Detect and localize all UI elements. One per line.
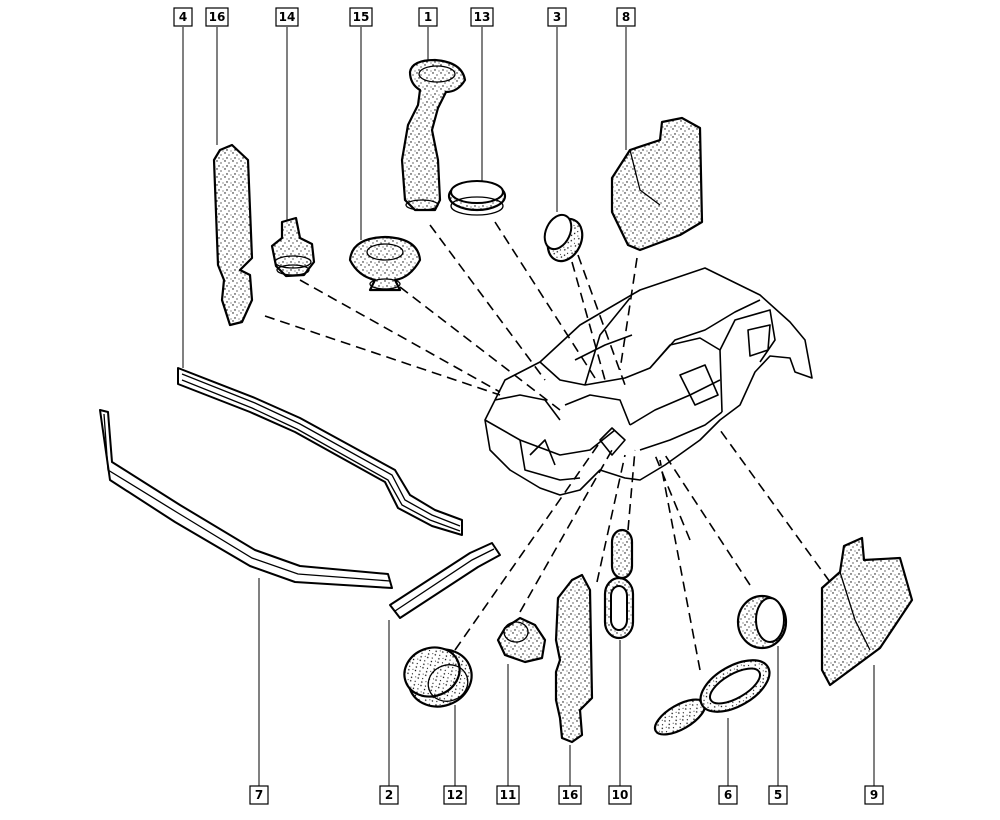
svg-text:6: 6 <box>724 788 732 802</box>
svg-text:10: 10 <box>612 788 629 802</box>
svg-text:7: 7 <box>255 788 263 802</box>
callout-6: 6 <box>718 785 738 805</box>
callouts-top: 4 16 14 15 1 13 3 8 <box>173 7 636 27</box>
car-body-shell <box>484 267 813 496</box>
svg-text:11: 11 <box>500 788 517 802</box>
callout-3: 3 <box>547 7 567 27</box>
callout-16-top: 16 <box>205 7 229 27</box>
svg-text:12: 12 <box>447 788 464 802</box>
part-14-plug <box>270 216 316 278</box>
svg-text:13: 13 <box>474 10 491 24</box>
part-7-lower-beam <box>99 409 393 589</box>
svg-text:16: 16 <box>209 10 226 24</box>
callout-4: 4 <box>173 7 193 27</box>
part-16-lower-panel <box>554 573 594 744</box>
part-8-pad <box>610 116 704 252</box>
callouts-bottom: 7 2 12 11 16 10 6 5 9 <box>249 785 884 805</box>
callout-7: 7 <box>249 785 269 805</box>
callout-2: 2 <box>379 785 399 805</box>
callout-9: 9 <box>864 785 884 805</box>
leader-lines <box>182 27 875 788</box>
part-6-grommets <box>653 659 771 736</box>
part-12-grommet <box>403 646 473 708</box>
part-2-bracket <box>389 542 501 619</box>
callout-15: 15 <box>349 7 373 27</box>
svg-text:8: 8 <box>622 10 630 24</box>
part-15-funnel-grommet <box>348 235 422 292</box>
svg-text:1: 1 <box>424 10 432 24</box>
svg-text:14: 14 <box>279 10 296 24</box>
callout-5: 5 <box>768 785 788 805</box>
callout-1: 1 <box>418 7 438 27</box>
callout-14: 14 <box>275 7 299 27</box>
part-10-grommets <box>603 528 635 640</box>
part-5-plug <box>736 594 788 650</box>
svg-text:9: 9 <box>870 788 878 802</box>
part-1-filler-tube <box>400 58 467 212</box>
callout-16-bottom: 16 <box>558 785 582 805</box>
svg-text:2: 2 <box>385 788 393 802</box>
part-3-plug <box>543 213 584 263</box>
callout-8: 8 <box>616 7 636 27</box>
part-13-cap <box>447 180 507 216</box>
callout-10: 10 <box>608 785 632 805</box>
callout-13: 13 <box>470 7 494 27</box>
svg-text:3: 3 <box>553 10 561 24</box>
part-4-cross-member <box>177 367 463 536</box>
callout-11: 11 <box>496 785 520 805</box>
part-9-pad <box>820 536 914 687</box>
assembly-dashed-lines <box>264 221 831 671</box>
svg-text:16: 16 <box>562 788 579 802</box>
part-16-upper-panel <box>212 143 254 327</box>
svg-text:5: 5 <box>774 788 782 802</box>
svg-text:4: 4 <box>179 10 187 24</box>
svg-text:15: 15 <box>353 10 370 24</box>
callout-12: 12 <box>443 785 467 805</box>
part-11-plug <box>496 616 547 664</box>
